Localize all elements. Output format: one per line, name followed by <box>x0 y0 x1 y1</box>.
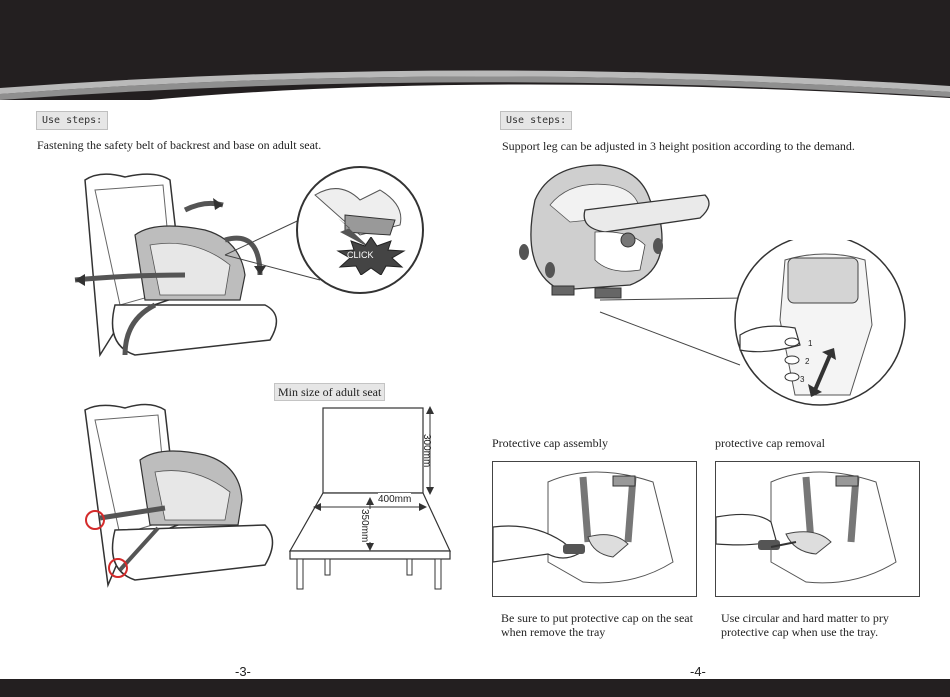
left-instruction: Fastening the safety belt of backrest an… <box>37 138 322 152</box>
cap-removal-title: protective cap removal <box>715 436 825 450</box>
right-steps-label: Use steps: <box>500 111 573 130</box>
cap-assembly-frame <box>492 461 697 597</box>
cap-assembly-note: Be sure to put protective cap on the sea… <box>501 611 693 639</box>
leg-position-2: 2 <box>805 357 810 366</box>
cap-removal-illustration <box>716 471 897 584</box>
booster-belt-position-illustration <box>84 403 274 588</box>
seat-dimension-diagram <box>288 406 451 590</box>
cap-assembly-title: Protective cap assembly <box>492 436 608 450</box>
right-page-number: -4- <box>690 664 706 679</box>
click-label: CLICK <box>347 250 374 260</box>
dim-depth-label: 350mm <box>358 509 371 543</box>
dim-width-label: 400mm <box>378 493 412 506</box>
footer-bar <box>0 679 950 697</box>
dim-height-label: 300mm <box>421 434 432 468</box>
cap-removal-note: Use circular and hard matter to pry prot… <box>721 611 889 639</box>
right-instruction: Support leg can be adjusted in 3 height … <box>502 139 855 153</box>
booster-with-tray-illustration <box>519 164 710 299</box>
cap-assembly-illustration <box>493 471 674 584</box>
left-steps-label: Use steps: <box>36 111 109 130</box>
header-band <box>0 0 950 100</box>
left-page-number: -3- <box>235 664 251 679</box>
leg-position-1: 1 <box>808 339 813 348</box>
min-size-label: Min size of adult seat <box>274 383 386 401</box>
click-burst-icon <box>336 237 406 275</box>
buckle-zoom-circle <box>224 166 424 294</box>
booster-on-chair-illustration <box>74 173 278 358</box>
cap-removal-frame <box>715 461 920 597</box>
support-leg-zoom-circle <box>599 240 906 406</box>
leg-position-3: 3 <box>800 375 805 384</box>
